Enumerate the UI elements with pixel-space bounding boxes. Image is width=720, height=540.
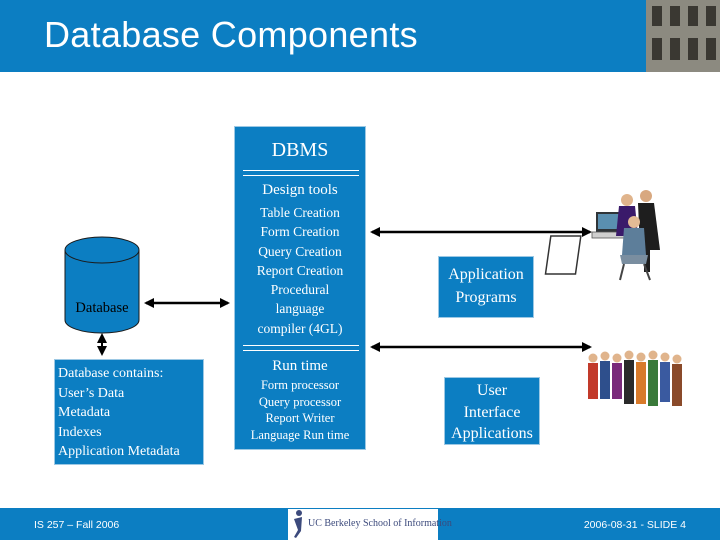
database-contains-box: Database contains: User’s Data Metadata … xyxy=(54,359,204,465)
design-tool-item: compiler (4GL) xyxy=(257,320,343,336)
run-time-item: Report Writer xyxy=(265,411,335,425)
title-bar xyxy=(0,0,720,72)
group-of-people-clipart-icon xyxy=(588,350,682,406)
divider xyxy=(243,170,359,176)
app-programs-line: Application xyxy=(448,266,524,283)
footer-course: IS 257 – Fall 2006 xyxy=(34,519,120,531)
design-tool-item: Query Creation xyxy=(258,243,342,259)
computer-users-clipart-icon xyxy=(544,190,660,281)
design-tools-heading: Design tools xyxy=(262,182,338,198)
application-programs-box: Application Programs xyxy=(438,256,534,318)
run-time-list: Form processor Query processor Report Wr… xyxy=(235,377,365,443)
contains-item: Application Metadata xyxy=(58,444,180,459)
divider xyxy=(243,345,359,351)
contains-item: Indexes xyxy=(58,424,102,440)
run-time-item: Query processor xyxy=(258,394,342,409)
app-programs-line: Programs xyxy=(455,289,517,306)
user-interface-applications-box: User Interface Applications xyxy=(444,377,540,445)
dbms-box: DBMS Design tools Table Creation Form Cr… xyxy=(234,126,366,450)
contains-item: Metadata xyxy=(58,405,111,420)
design-tool-item: Table Creation xyxy=(260,205,340,220)
dbms-title: DBMS xyxy=(271,139,329,161)
ui-apps-line: Applications xyxy=(451,425,533,442)
database-cylinder: Database xyxy=(64,236,140,334)
ui-apps-line: User xyxy=(476,382,508,399)
logo-text: UC Berkeley School of Information xyxy=(308,518,452,529)
design-tool-item: Form Creation xyxy=(260,224,340,240)
berkeley-logo-icon: UC Berkeley School of Information xyxy=(288,509,452,540)
design-tools-list: Table Creation Form Creation Query Creat… xyxy=(235,203,365,338)
slide-title: Database Components xyxy=(44,14,418,55)
run-time-heading: Run time xyxy=(272,358,328,374)
database-label: Database xyxy=(75,300,129,316)
footer-slide-number: 2006-08-31 - SLIDE 4 xyxy=(583,519,686,531)
design-tool-item: Report Creation xyxy=(256,262,344,278)
building-photo-icon xyxy=(646,0,720,72)
run-time-item: Language Run time xyxy=(250,427,350,442)
run-time-item: Form processor xyxy=(260,378,340,392)
design-tool-item: Procedural xyxy=(270,282,330,298)
contains-heading: Database contains: xyxy=(58,366,164,381)
contains-item: User’s Data xyxy=(58,385,125,401)
design-tool-item: language xyxy=(275,301,325,317)
ui-apps-line: Interface xyxy=(463,403,521,421)
